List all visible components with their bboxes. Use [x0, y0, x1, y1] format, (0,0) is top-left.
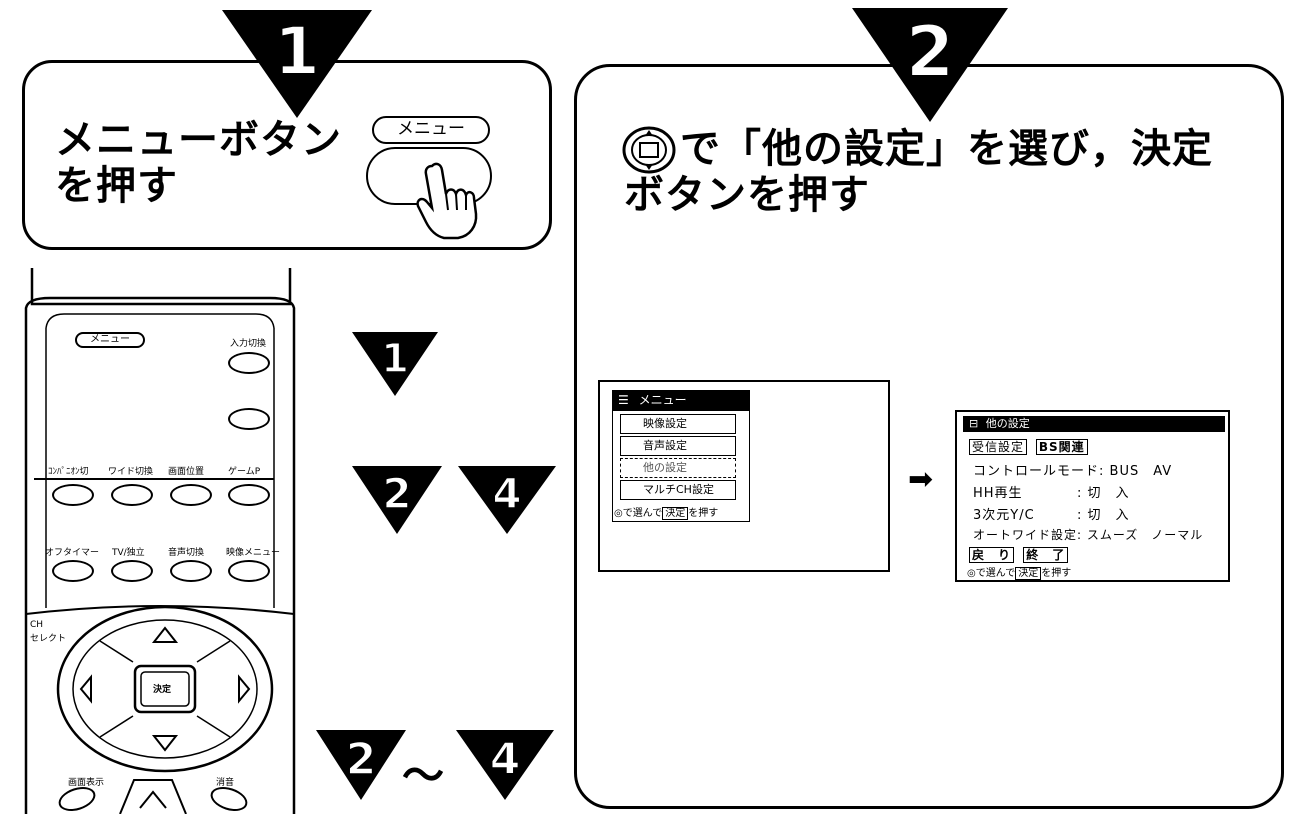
marker-2: 2	[352, 466, 442, 534]
remote-row1-label-3: 画面位置	[168, 467, 205, 477]
step1-number-badge: 1	[222, 10, 372, 118]
menu-screen-hint: ◎で選んで決定を押す	[614, 507, 719, 520]
setting-row-3dyc[interactable]: 3次元Y/C: 切 入	[973, 508, 1130, 523]
remote-row2-label-3: 音声切換	[168, 548, 205, 558]
remote-menu-label-pill: メニュー	[75, 332, 145, 348]
remote-display-label: 画面表示	[68, 778, 105, 788]
other-settings-title: 他の設定	[985, 417, 1030, 430]
remote-companion-button[interactable]	[52, 484, 94, 506]
step1-menu-button-label-pill: メニュー	[372, 116, 490, 144]
remote-video-menu-button[interactable]	[228, 560, 270, 582]
remote-audio-button[interactable]	[170, 560, 212, 582]
step1-instruction: メニューボタン を押す	[55, 117, 342, 209]
remote-row1-label-4: ゲームP	[228, 467, 261, 477]
step1-line2: を押す	[55, 163, 178, 209]
remote-offtimer-button[interactable]	[52, 560, 94, 582]
svg-text:2: 2	[382, 469, 411, 518]
remote-row2-label-2: TV/独立	[112, 548, 145, 558]
remote-wide-button[interactable]	[111, 484, 153, 506]
menu-item-audio[interactable]: 音声設定	[620, 436, 736, 456]
remote-dpad[interactable]	[55, 604, 275, 774]
remote-menu-label: メニュー	[90, 334, 130, 345]
remote-body-outline	[24, 268, 296, 814]
remote-select-label: セレクト	[30, 634, 67, 644]
remote-game-button[interactable]	[228, 484, 270, 506]
remote-position-button[interactable]	[170, 484, 212, 506]
remote-mute-label: 消音	[216, 778, 235, 788]
setting-row-autowide[interactable]: オートワイド設定: スムーズ ノーマル	[973, 528, 1204, 542]
step1-number: 1	[274, 13, 320, 90]
step1-menu-button-label: メニュー	[397, 119, 465, 139]
remote-input-button[interactable]	[228, 352, 270, 374]
remote-row2-label-4: 映像メニュー	[226, 548, 281, 558]
step2-number-badge: 2	[852, 8, 1008, 122]
menu-icon: ☰	[618, 393, 629, 407]
remote-enter-label: 決定	[153, 685, 172, 695]
arrow-right-icon: ➡	[908, 462, 934, 497]
remote-row1-label-1: ｺﾝﾊﾟﾆｵﾝ切	[48, 467, 89, 477]
marker-tilde: 〜	[402, 751, 445, 800]
other-settings-header: ⊟ 他の設定	[963, 416, 1225, 432]
menu-item-multich[interactable]: マルチCH設定	[620, 480, 736, 500]
other-settings-actions: 戻 り 終 了	[969, 546, 1069, 563]
menu-screen: ☰ メニュー 映像設定 音声設定 他の設定 マルチCH設定 ◎で選んで決定を押す	[598, 380, 890, 572]
other-settings-hint: ◎で選んで決定を押す	[967, 567, 1072, 580]
remote-row1-label-2: ワイド切換	[108, 467, 154, 477]
other-settings-tabs: 受信設定 BS関連	[969, 438, 1088, 455]
setting-row-hh[interactable]: HH再生: 切 入	[973, 486, 1130, 501]
remote-input-label: 入力切換	[230, 339, 267, 349]
marker-4: 4	[458, 466, 556, 534]
tab-reception[interactable]: 受信設定	[969, 439, 1028, 455]
marker-2-range: 2	[316, 730, 406, 800]
svg-text:1: 1	[381, 336, 409, 382]
other-settings-screen: ⊟ 他の設定 受信設定 BS関連 コントロールモード: BUS AV HH再生:…	[955, 410, 1230, 582]
step2-line1: で「他の設定」を選び，決定	[680, 126, 1213, 172]
menu-screen-body	[612, 410, 750, 522]
setting-row-control[interactable]: コントロールモード: BUS AV	[973, 464, 1173, 479]
tab-bs[interactable]: BS関連	[1035, 439, 1088, 455]
end-button[interactable]: 終 了	[1023, 547, 1069, 563]
hand-pointer-icon	[416, 162, 478, 240]
remote-row2-label-1: オフタイマー	[45, 548, 100, 558]
leftright-icon: ◎	[967, 568, 976, 579]
remote-row1	[34, 478, 274, 496]
step2-line2: ボタンを押す	[624, 172, 870, 218]
menu-screen-title: メニュー	[638, 393, 687, 407]
updown-icon: ◎	[614, 508, 623, 519]
remote-tv-button[interactable]	[111, 560, 153, 582]
back-button[interactable]: 戻 り	[969, 547, 1015, 563]
marker-1: 1	[352, 332, 438, 396]
remote-bottom-up-icon	[119, 779, 187, 814]
menu-item-other[interactable]: 他の設定	[620, 458, 736, 478]
remote-blank-button[interactable]	[228, 408, 270, 430]
step2-number: 2	[906, 11, 955, 93]
step1-line1: メニューボタン	[55, 117, 342, 163]
dpad-icon	[622, 126, 676, 174]
settings-icon: ⊟	[969, 417, 979, 430]
menu-item-video[interactable]: 映像設定	[620, 414, 736, 434]
svg-text:2: 2	[346, 734, 377, 785]
marker-4-range: 4	[456, 730, 554, 800]
step2-instruction: で「他の設定」を選び，決定 ボタンを押す	[624, 126, 1274, 218]
remote-ch-label: CH	[30, 620, 44, 630]
menu-screen-header: ☰ メニュー	[612, 390, 750, 410]
svg-text:4: 4	[492, 469, 521, 518]
svg-text:4: 4	[490, 734, 521, 785]
